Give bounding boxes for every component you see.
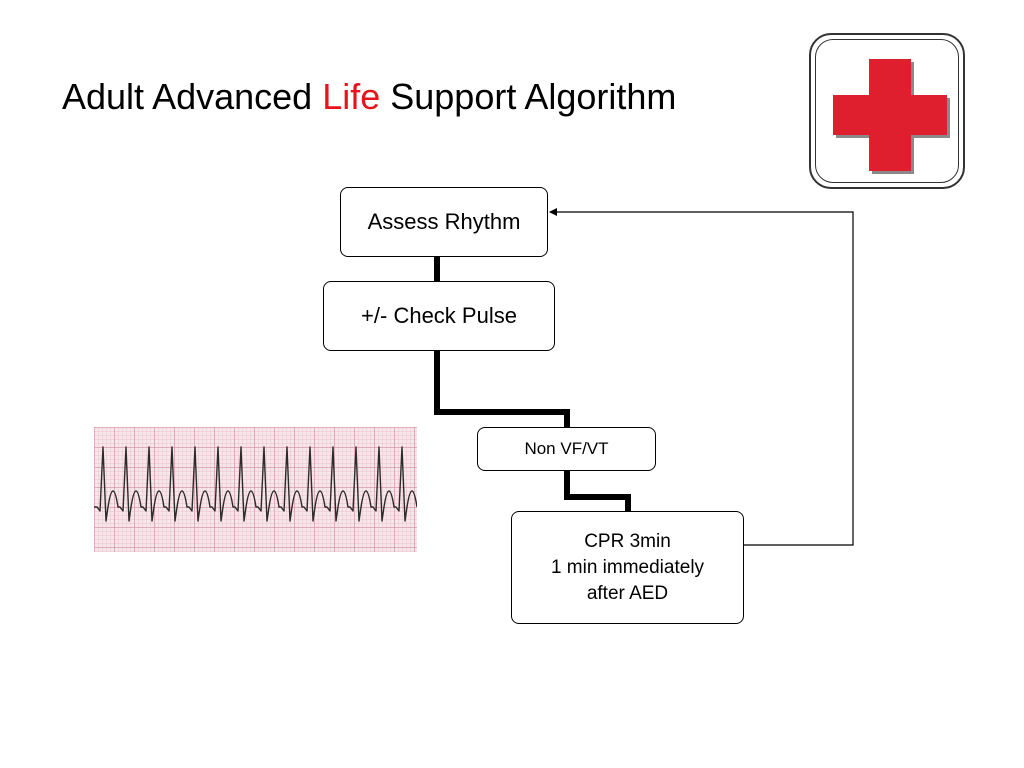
ecg-strip-image — [94, 427, 417, 552]
loop-back-arrow — [549, 208, 854, 546]
non-vf-vt-label: Non VF/VT — [524, 439, 609, 458]
logo-inner-border — [815, 39, 959, 183]
red-cross-icon — [833, 59, 950, 174]
red-cross-logo — [809, 33, 965, 189]
cpr-line-1: CPR 3min — [584, 530, 671, 552]
assess-rhythm-label: Assess Rhythm — [367, 209, 521, 234]
cpr-box: CPR 3min 1 min immediately after AED — [511, 511, 744, 624]
connector-nonvf-to-cpr — [564, 471, 631, 511]
assess-rhythm-box: Assess Rhythm — [340, 187, 548, 257]
cpr-line-3: after AED — [586, 582, 669, 604]
title-part-1: Adult Advanced — [62, 76, 323, 117]
title-part-2: Support Algorithm — [380, 76, 677, 117]
non-vf-vt-box: Non VF/VT — [477, 427, 656, 471]
cpr-line-2: 1 min immediately — [550, 556, 705, 578]
page-title: Adult Advanced Life Support Algorithm — [62, 74, 676, 120]
check-pulse-label: +/- Check Pulse — [361, 303, 517, 328]
title-highlight: Life — [322, 76, 381, 117]
ecg-trace — [94, 446, 417, 522]
check-pulse-box: +/- Check Pulse — [323, 281, 555, 351]
connector-pulse-to-nonvf — [434, 351, 570, 427]
